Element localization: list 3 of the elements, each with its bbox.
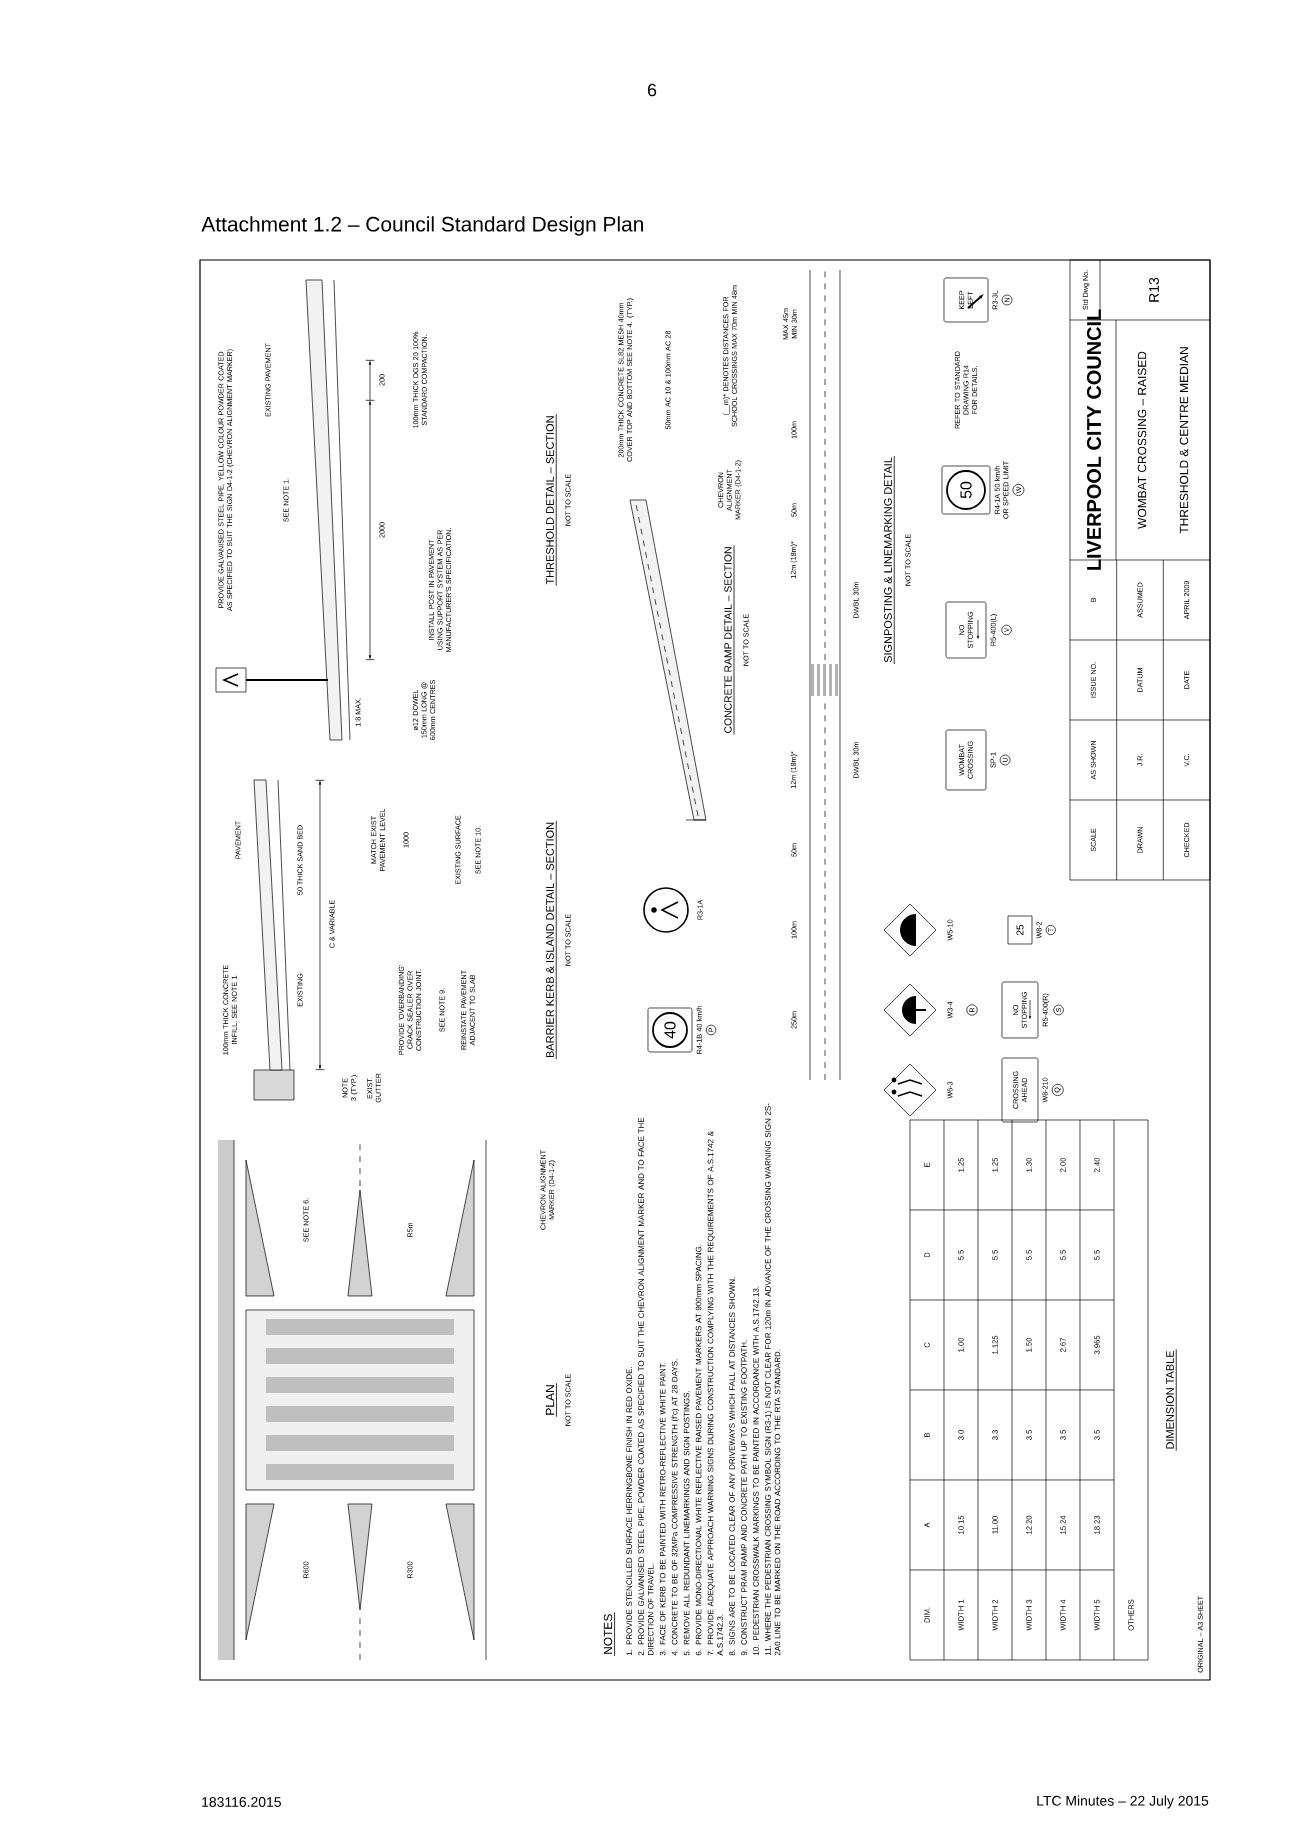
page-number: 6	[647, 83, 657, 97]
page-heading: Attachment 1.2 – Council Standard Design Plan	[201, 216, 643, 236]
title-block-text: LIVERPOOL CITY COUNCIL	[1086, 309, 1102, 570]
